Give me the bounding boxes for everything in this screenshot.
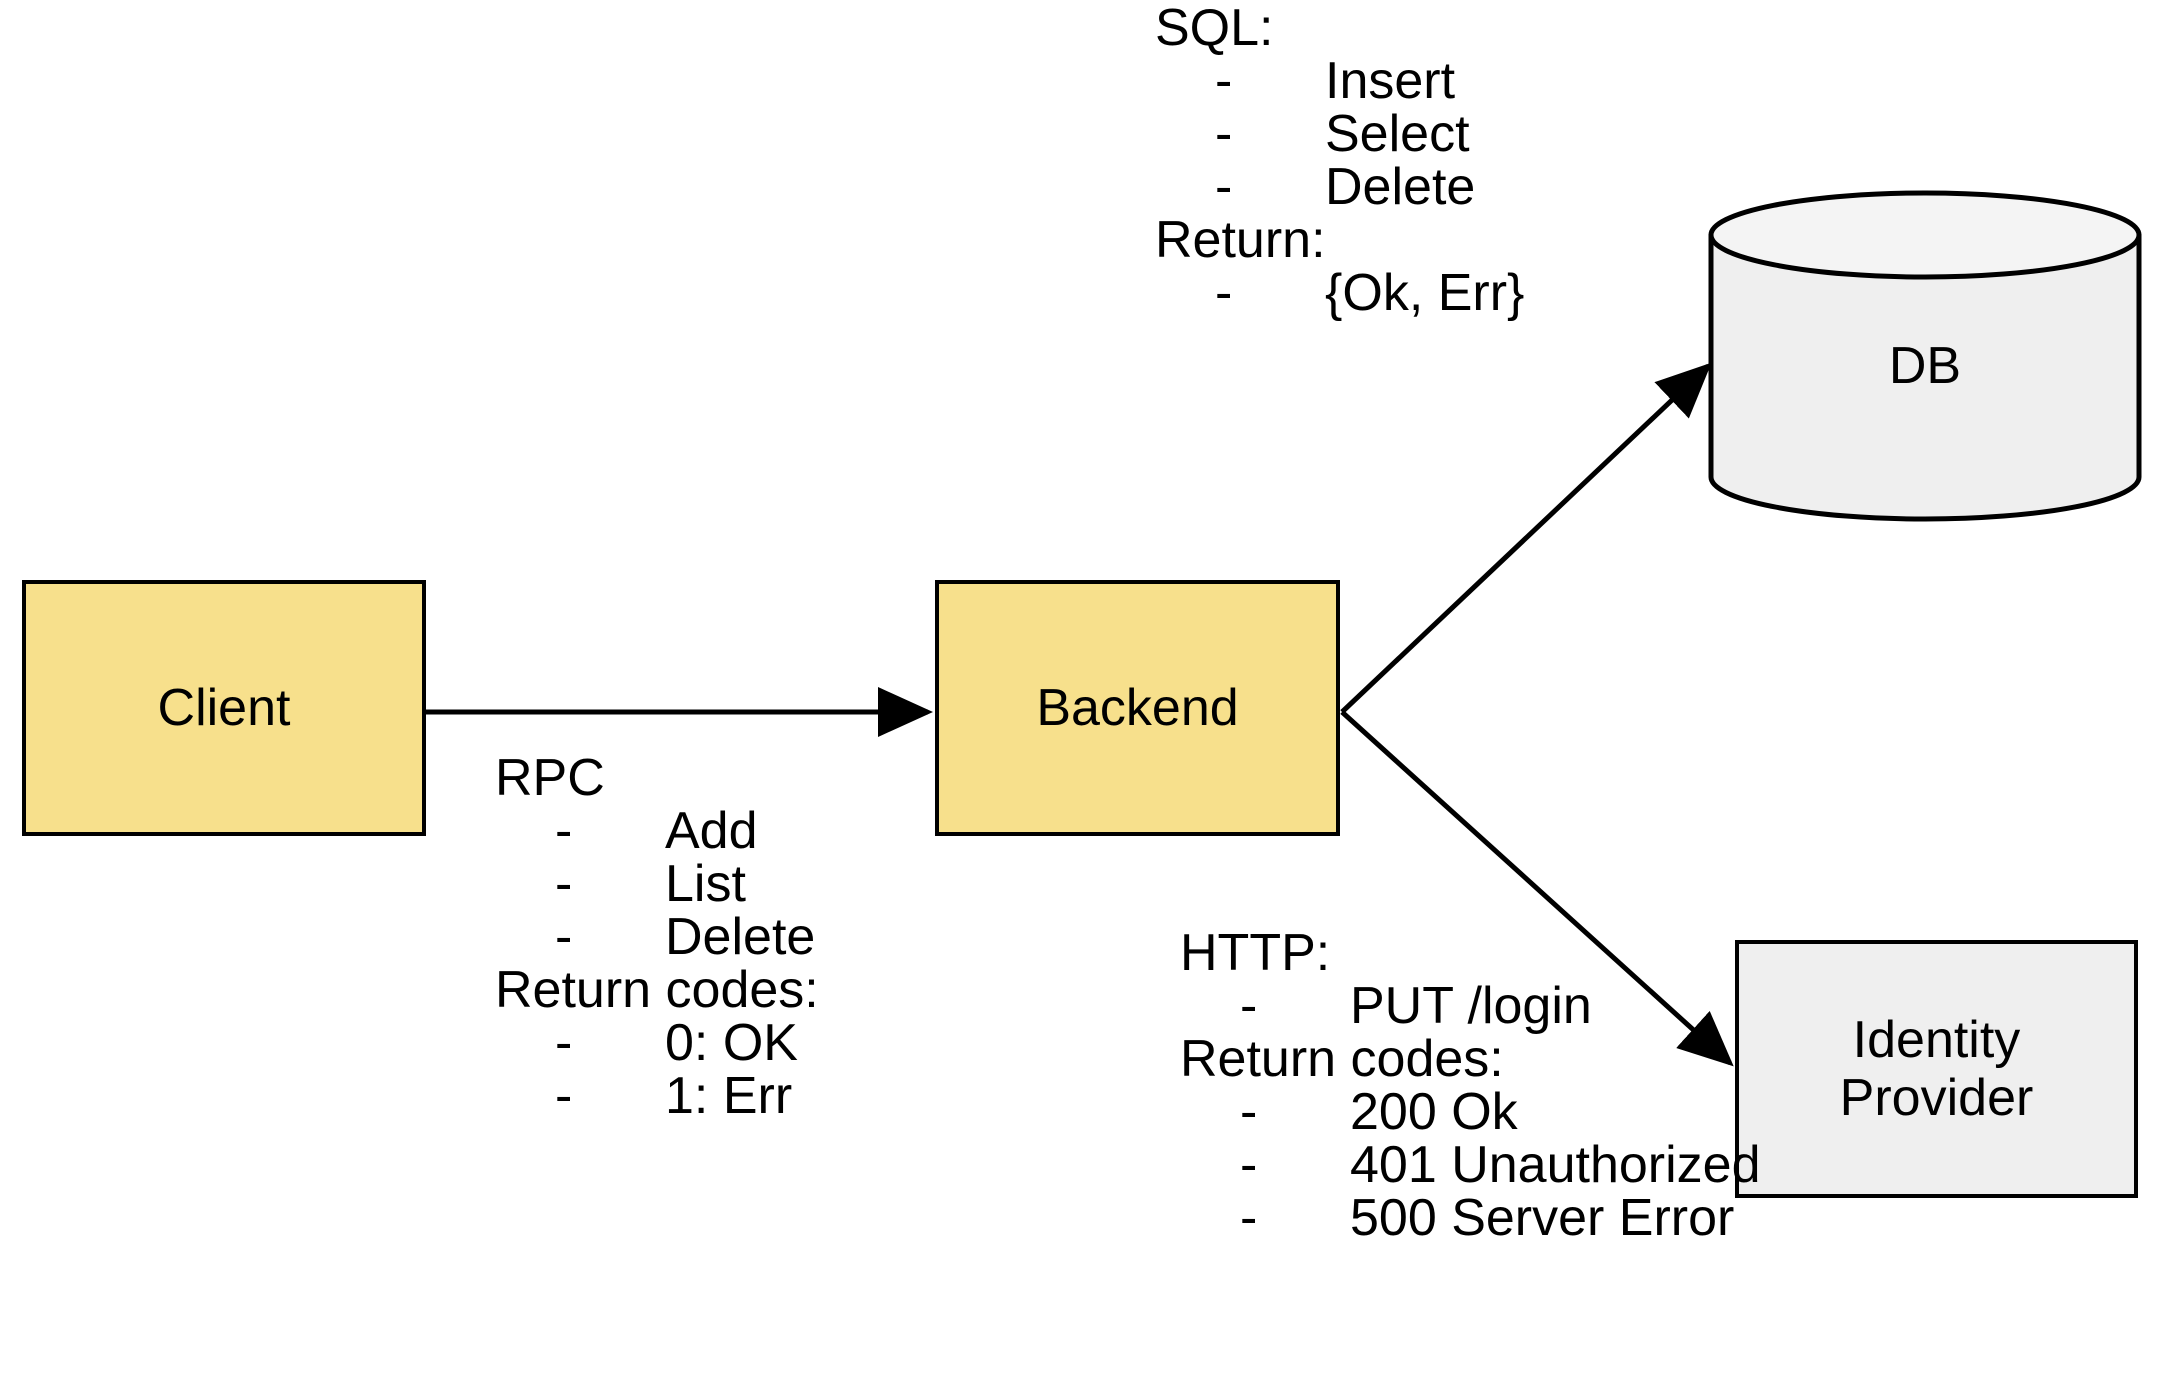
annotation-rpc-item-label: Delete (665, 908, 816, 966)
annotation-sql-return-item: - {Ok, Err} (1155, 267, 1524, 320)
bullet-dash-icon: - (1240, 1083, 1258, 1141)
annotation-sql-return-item-label: {Ok, Err} (1325, 264, 1525, 322)
annotation-rpc-return-item-label: 1: Err (665, 1067, 793, 1125)
bullet-dash-icon: - (1215, 264, 1233, 322)
annotation-http-return-item-label: 200 Ok (1350, 1083, 1518, 1141)
node-backend-label: Backend (1036, 678, 1239, 737)
annotation-rpc-item: - List (495, 858, 819, 911)
bullet-dash-icon: - (1215, 52, 1233, 110)
node-client-label: Client (157, 678, 291, 737)
node-identity-provider[interactable]: Identity Provider (1735, 940, 2138, 1198)
annotation-http-item: - PUT /login (1180, 980, 1761, 1033)
annotation-rpc-return-item: - 0: OK (495, 1017, 819, 1070)
bullet-dash-icon: - (555, 802, 573, 860)
annotation-http-return-item-label: 401 Unauthorized (1350, 1136, 1761, 1194)
annotation-rpc: RPC - Add - List - Delete Return codes: … (495, 752, 819, 1123)
node-backend[interactable]: Backend (935, 580, 1340, 836)
bullet-dash-icon: - (1240, 977, 1258, 1035)
annotation-http-heading-2: Return codes: (1180, 1030, 1504, 1088)
annotation-rpc-heading-2: Return codes: (495, 961, 819, 1019)
node-db[interactable]: DB (1700, 185, 2150, 525)
annotation-rpc-return-item: - 1: Err (495, 1070, 819, 1123)
edge-backend-to-db (1340, 362, 1712, 714)
annotation-sql-heading-1: SQL: (1155, 0, 1274, 57)
database-cylinder-icon (1708, 190, 2142, 522)
bullet-dash-icon: - (555, 1067, 573, 1125)
annotation-sql-item: - Delete (1155, 161, 1524, 214)
bullet-dash-icon: - (555, 908, 573, 966)
annotation-http-return-item: - 401 Unauthorized (1180, 1139, 1761, 1192)
annotation-rpc-item: - Delete (495, 911, 819, 964)
annotation-rpc-item-label: List (665, 855, 746, 913)
annotation-rpc-heading-1: RPC (495, 749, 605, 807)
annotation-http-return-item-label: 500 Server Error (1350, 1189, 1735, 1247)
annotation-rpc-return-item-label: 0: OK (665, 1014, 798, 1072)
bullet-dash-icon: - (1240, 1189, 1258, 1247)
annotation-rpc-item-label: Add (665, 802, 758, 860)
node-identity-provider-label: Identity Provider (1839, 1010, 2034, 1127)
bullet-dash-icon: - (1215, 105, 1233, 163)
annotation-http: HTTP: - PUT /login Return codes: - 200 O… (1180, 927, 1761, 1245)
annotation-sql-item-label: Delete (1325, 158, 1476, 216)
annotation-http-heading-1: HTTP: (1180, 924, 1331, 982)
annotation-sql-item-label: Select (1325, 105, 1470, 163)
annotation-sql-heading-2: Return: (1155, 211, 1326, 269)
bullet-dash-icon: - (1215, 158, 1233, 216)
annotation-sql: SQL: - Insert - Select - Delete Return: … (1155, 2, 1524, 320)
annotation-http-item-label: PUT /login (1350, 977, 1592, 1035)
annotation-sql-item: - Select (1155, 108, 1524, 161)
node-db-label: DB (1888, 337, 1962, 395)
annotation-sql-item-label: Insert (1325, 52, 1456, 110)
annotation-http-return-item: - 500 Server Error (1180, 1192, 1761, 1245)
node-db-label-wrap: DB (1700, 185, 2150, 525)
bullet-dash-icon: - (555, 1014, 573, 1072)
annotation-http-return-item: - 200 Ok (1180, 1086, 1761, 1139)
node-client[interactable]: Client (22, 580, 426, 836)
bullet-dash-icon: - (555, 855, 573, 913)
annotation-rpc-item: - Add (495, 805, 819, 858)
bullet-dash-icon: - (1240, 1136, 1258, 1194)
annotation-sql-item: - Insert (1155, 55, 1524, 108)
